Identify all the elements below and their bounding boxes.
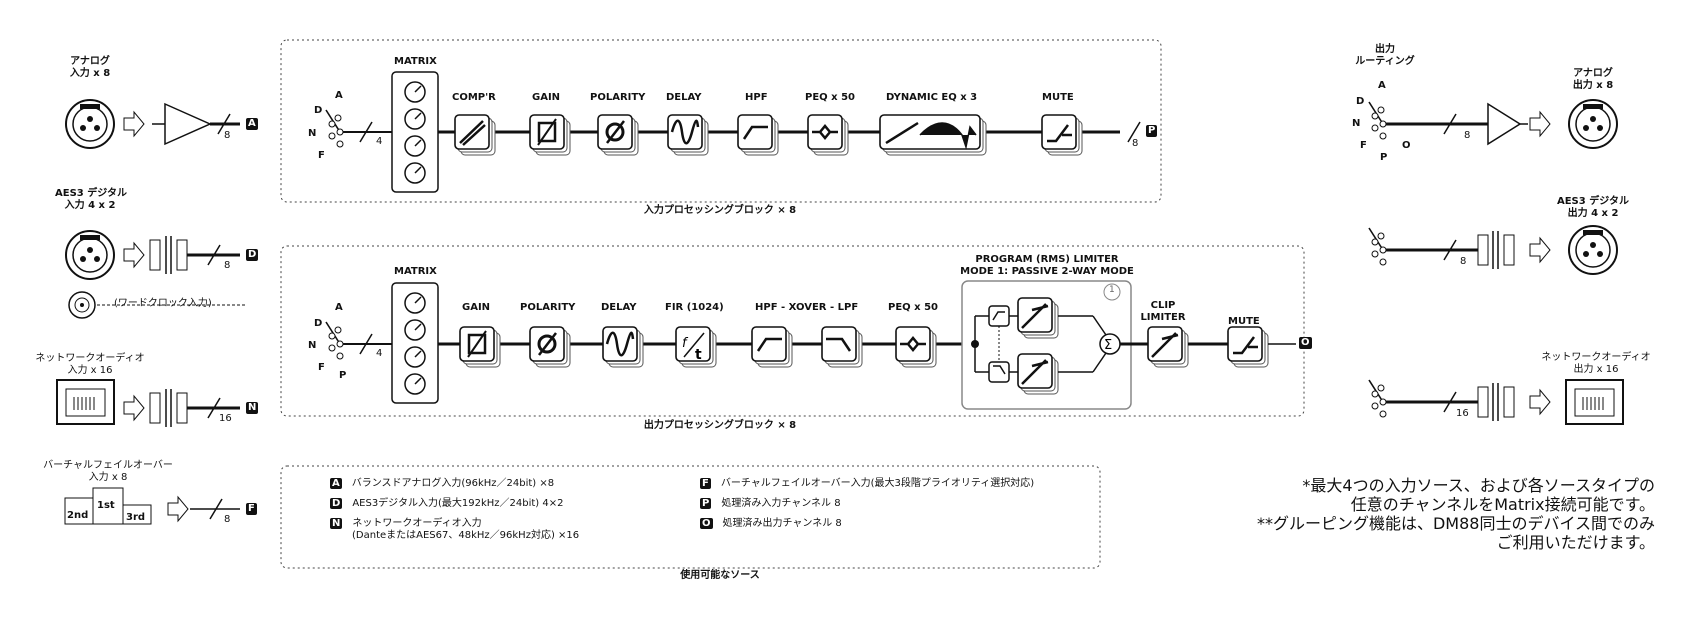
out-selector-tag-a: A [335, 302, 343, 313]
analog-output-title: アナログ出力 x 8 [1572, 68, 1614, 91]
network-bus-tag: N [246, 402, 259, 414]
output-block-caption: 出力プロセッシングブロック × 8 [643, 420, 797, 431]
aes3-bus-tag: D [246, 249, 259, 261]
output-block-frame [280, 245, 1305, 417]
out-stage-fir: FIR (1024) [665, 302, 724, 313]
out-stage-xover: HPF - XOVER - LPF [755, 302, 859, 313]
aes3-bus-count: 8 [224, 260, 231, 271]
out-stage-polarity: POLARITY [520, 302, 576, 313]
footnotes: *最大4つの入力ソース、および各ソースタイプの 任意のチャンネルをMatrix接… [1257, 476, 1655, 552]
failover-tier-1st: 1st [97, 500, 115, 511]
input-block-caption: 入力プロセッシングブロック × 8 [643, 205, 797, 216]
in-bus-count: 4 [376, 136, 383, 147]
in-stage-gain: GAIN [532, 92, 561, 103]
out-stage-delay: DELAY [601, 302, 637, 313]
failover-tier-2nd: 2nd [67, 510, 89, 521]
out-route-tag-n: N [1352, 118, 1361, 129]
out-route-tag-o: O [1402, 140, 1411, 151]
analog-input-title: アナログ入力 x 8 [69, 56, 111, 79]
in-selector-tag-a: A [335, 90, 343, 101]
out-route-tag-a: A [1378, 80, 1386, 91]
in-selector-tag-d: D [314, 105, 323, 116]
in-stage-dynamic-eq: DYNAMIC EQ x 3 [886, 92, 978, 103]
analog-output-count: 8 [1464, 130, 1471, 141]
out-selector-tag-p: P [339, 370, 347, 381]
footnote-line-2: 任意のチャンネルをMatrix接続可能です。 [1350, 495, 1655, 514]
in-out-tag: P [1146, 125, 1158, 137]
in-matrix-label: MATRIX [394, 56, 437, 67]
out-route-tag-f: F [1360, 140, 1367, 151]
out-stage-mute: MUTE [1228, 316, 1260, 327]
aes3-input-title: AES3 デジタル入力 4 x 2 [55, 188, 128, 211]
network-output-count: 16 [1456, 408, 1469, 419]
footnote-line-3: **グルーピング機能は、DM88同士のデバイス間でのみ [1256, 514, 1655, 533]
aes3-output-count: 8 [1460, 256, 1467, 267]
network-bus-count: 16 [219, 413, 232, 424]
out-route-tag-d: D [1356, 96, 1365, 107]
out-selector-tag-n: N [308, 340, 317, 351]
output-routing-title: 出力ルーティング [1355, 44, 1415, 67]
aes3-output-title: AES3 デジタル出力 4 x 2 [1556, 196, 1629, 219]
failover-tier-3rd: 3rd [126, 512, 146, 523]
out-matrix-label: MATRIX [394, 266, 437, 277]
network-output-title: ネットワークオーディオ出力 x 16 [1541, 352, 1651, 375]
in-stage-compr: COMP'R [452, 92, 496, 103]
svg-text:f: f [682, 336, 689, 351]
analog-bus-count: 8 [224, 130, 231, 141]
svg-text:t: t [695, 347, 702, 363]
failover-input-title: バーチャルフェイルオーバー入力 x 8 [43, 460, 173, 483]
footnote-line-1: *最大4つの入力ソース、および各ソースタイプの [1302, 476, 1655, 495]
input-block-frame [280, 39, 1162, 203]
in-out-count: 8 [1132, 138, 1139, 149]
legend-caption: 使用可能なソース [680, 570, 760, 581]
analog-bus-tag: A [246, 118, 258, 130]
out-route-tag-p: P [1380, 152, 1388, 163]
out-selector-tag-f: F [318, 362, 325, 373]
out-stage-gain: GAIN [462, 302, 491, 313]
in-stage-peq: PEQ x 50 [805, 92, 855, 103]
in-stage-polarity: POLARITY [590, 92, 646, 103]
in-stage-hpf: HPF [745, 92, 768, 103]
legend-frame [280, 465, 1101, 569]
in-selector-tag-n: N [308, 128, 317, 139]
network-input-title: ネットワークオーディオ入力 x 16 [35, 353, 145, 376]
out-selector-tag-d: D [314, 318, 323, 329]
wordclock-label: (ワードクロック入力) [114, 298, 212, 309]
in-stage-delay: DELAY [666, 92, 702, 103]
in-selector-tag-f: F [318, 150, 325, 161]
svg-text:Σ: Σ [1104, 338, 1112, 353]
failover-bus-count: 8 [224, 514, 231, 525]
footnote-line-4: ご利用いただけます。 [1496, 533, 1655, 552]
mode-number: 1 [1109, 285, 1115, 295]
failover-bus-tag: F [246, 503, 257, 515]
in-stage-mute: MUTE [1042, 92, 1074, 103]
out-bus-count: 4 [376, 348, 383, 359]
out-stage-peq: PEQ x 50 [888, 302, 938, 313]
out-out-tag: O [1299, 337, 1312, 349]
